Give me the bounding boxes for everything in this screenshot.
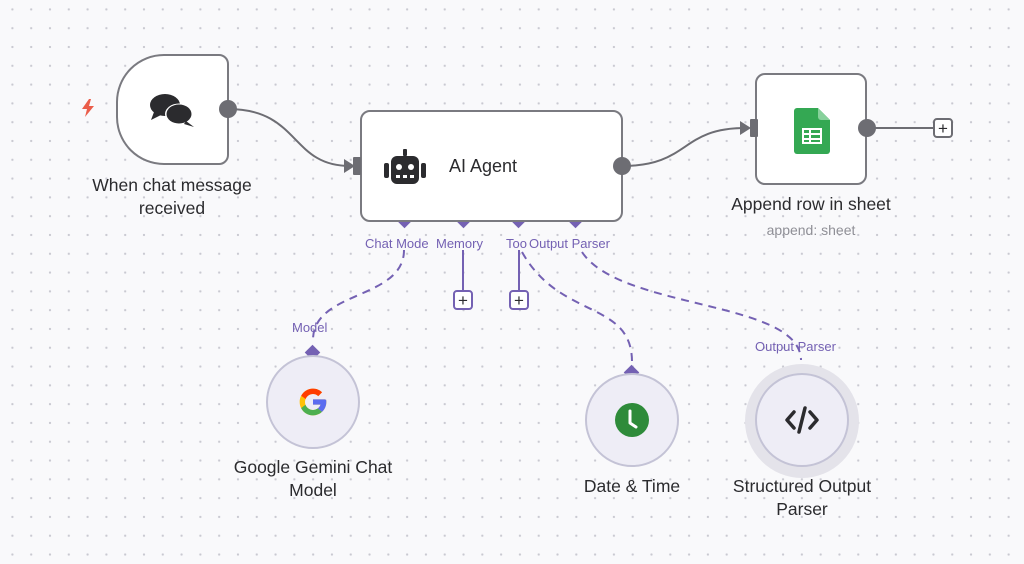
node-structured-output-parser[interactable] xyxy=(755,373,849,467)
add-memory-button[interactable]: + xyxy=(453,290,473,310)
node-subtitle-sheets: append: sheet xyxy=(766,222,856,238)
label-line-1: Structured Output xyxy=(732,476,872,496)
output-port-sheets[interactable] xyxy=(858,119,876,137)
label-line-2: Parser xyxy=(776,499,828,519)
node-label-sheets: Append row in sheet xyxy=(731,194,891,214)
label-line-1: Google Gemini Chat xyxy=(233,457,393,477)
port-label-output-parser: Output Parser xyxy=(529,236,610,251)
add-next-node-button[interactable]: + xyxy=(933,118,953,138)
node-google-sheets[interactable] xyxy=(755,73,867,185)
plus-icon: + xyxy=(938,118,948,138)
node-date-time[interactable] xyxy=(585,373,679,467)
input-port-sheets[interactable] xyxy=(750,119,758,137)
port-label-tool: Too xyxy=(506,236,527,251)
output-port-chat-trigger[interactable] xyxy=(219,100,237,118)
plus-icon: + xyxy=(514,290,524,310)
port-label-parser-input: Output Parser xyxy=(755,339,836,354)
output-port-ai-agent[interactable] xyxy=(613,157,631,175)
robot-icon xyxy=(384,149,426,184)
edge-outputparser-to-parser[interactable] xyxy=(581,251,802,361)
node-gemini-chat-model[interactable] xyxy=(266,355,360,449)
code-icon xyxy=(785,406,819,434)
add-tool-button[interactable]: + xyxy=(509,290,529,310)
input-port-ai-agent[interactable] xyxy=(353,157,361,175)
node-label-parser: Structured Output Parser xyxy=(700,475,904,521)
edge-tool-to-datetime[interactable] xyxy=(521,251,633,363)
ai-agent-title: AI Agent xyxy=(449,156,518,176)
node-chat-trigger[interactable] xyxy=(116,54,229,165)
edge-trigger-to-agent[interactable] xyxy=(227,108,351,167)
port-label-chat-model: Chat Mode xyxy=(365,236,429,251)
label-line-2: Model xyxy=(289,480,337,500)
google-g-icon xyxy=(299,388,327,416)
lightning-bolt-icon xyxy=(82,99,94,117)
label-line-1: When chat message xyxy=(92,175,252,195)
plus-icon: + xyxy=(458,290,468,310)
port-label-memory: Memory xyxy=(436,236,483,251)
chat-bubbles-icon xyxy=(150,94,194,127)
label-line-2: received xyxy=(138,198,206,218)
node-label-datetime: Date & Time xyxy=(583,476,681,496)
node-label-chat-trigger: When chat message received xyxy=(62,174,282,220)
google-sheets-icon xyxy=(794,108,830,154)
edge-agent-to-sheets[interactable] xyxy=(621,127,746,167)
port-label-gemini-model: Model xyxy=(292,320,328,335)
edge-chatmodel-to-gemini[interactable] xyxy=(312,249,405,341)
clock-icon xyxy=(615,403,649,437)
node-ai-agent[interactable]: AI Agent xyxy=(360,110,623,222)
node-label-gemini: Google Gemini Chat Model xyxy=(200,456,426,502)
